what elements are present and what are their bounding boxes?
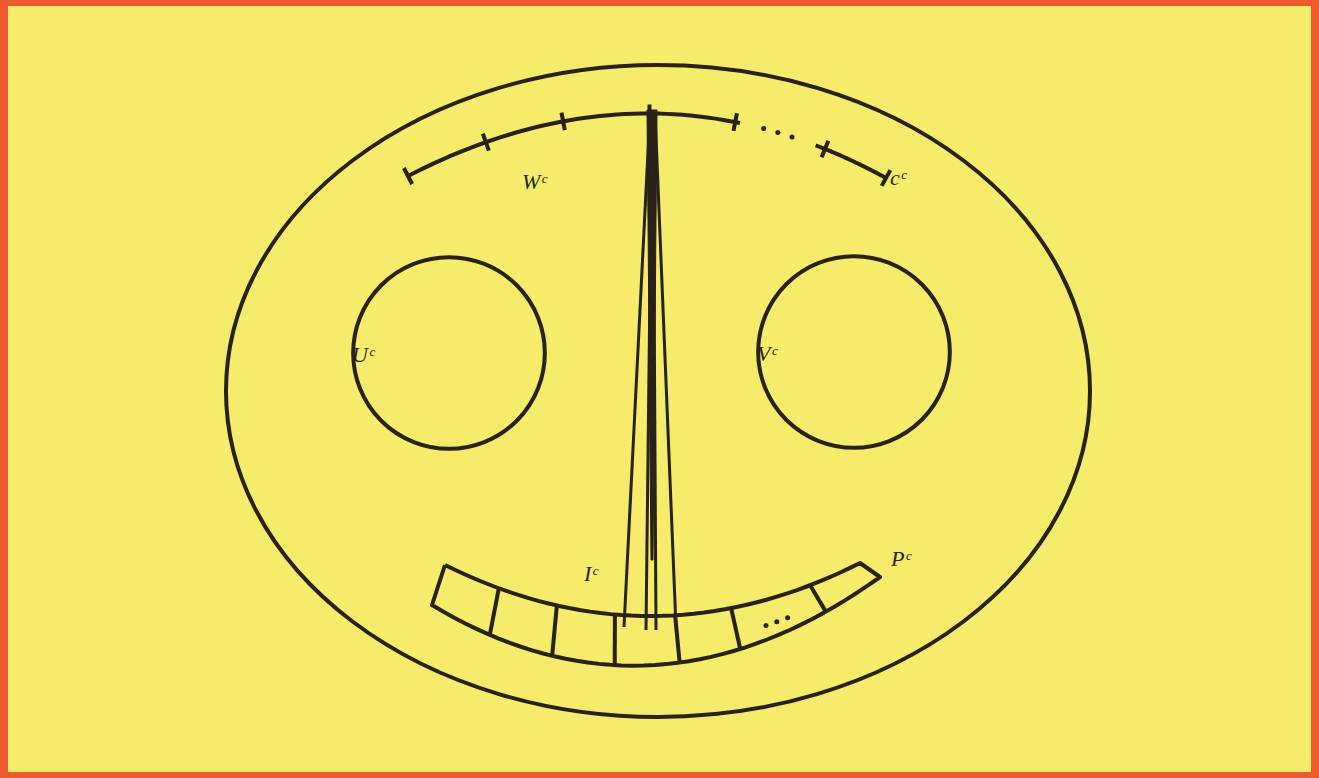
needle-line xyxy=(646,112,652,630)
cell-divider xyxy=(552,605,557,655)
scale-tick xyxy=(404,168,412,184)
cell-divider xyxy=(675,615,680,662)
circle-outline xyxy=(758,256,950,448)
node-outline xyxy=(425,555,890,675)
part-label: cᶜ xyxy=(890,166,906,190)
scale-tick xyxy=(882,170,891,186)
needle-lines xyxy=(624,110,676,630)
eye-circle: Vᶜ xyxy=(767,265,941,439)
ellipsis-dot xyxy=(790,134,795,139)
needle-line xyxy=(653,112,656,630)
ellipsis-dot xyxy=(761,126,766,131)
ellipsis-dot xyxy=(785,615,790,620)
node-label: Pᶜ xyxy=(891,547,910,571)
node-label: Vᶜ xyxy=(757,342,776,366)
cell-divider xyxy=(613,614,617,665)
band-outline xyxy=(432,563,880,666)
part-label: Wᶜ xyxy=(522,170,546,194)
ellipsis-dot xyxy=(775,130,780,135)
face-outline xyxy=(226,65,1090,717)
yellow-ground xyxy=(8,6,1311,772)
scale-tick xyxy=(483,134,489,151)
eye-circle: Uᶜ xyxy=(362,266,536,440)
cell-divider xyxy=(810,585,826,611)
node-outline xyxy=(767,265,941,439)
cell-divider xyxy=(490,588,499,635)
ellipsis-dot xyxy=(763,623,768,628)
needle-line xyxy=(655,112,676,627)
scale-arc-segment xyxy=(408,114,740,176)
ellipsis-dot xyxy=(774,619,779,624)
part-label: Iᶜ xyxy=(584,562,597,586)
scale-tick xyxy=(561,113,564,131)
node-outline xyxy=(362,266,536,440)
cell-divider xyxy=(731,608,740,649)
mouth-band: Pᶜ xyxy=(425,555,890,675)
node-label: Uᶜ xyxy=(352,343,374,367)
circle-outline xyxy=(353,257,545,449)
scale-tick xyxy=(822,141,829,158)
scale-tick xyxy=(733,113,736,131)
